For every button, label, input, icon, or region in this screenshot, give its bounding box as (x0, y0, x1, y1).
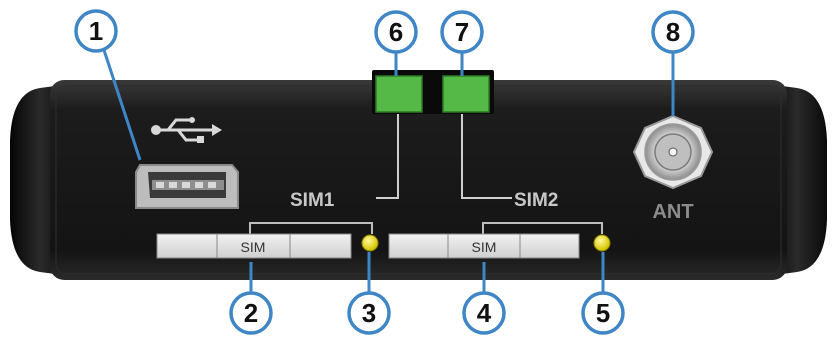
callout-2-number: 2 (244, 298, 258, 328)
callout-3-number: 3 (362, 298, 376, 328)
status-led-1-icon (361, 234, 379, 252)
antenna-label: ANT (652, 201, 693, 223)
sim1-green-led (375, 75, 423, 113)
sim-slot-1[interactable]: SIM (156, 233, 352, 259)
leader-1 (102, 49, 142, 161)
sim2-green-led (442, 75, 490, 113)
callout-4-number: 4 (477, 298, 492, 328)
sim-slot-1-bracket (249, 222, 373, 234)
callout-4: 4 (462, 291, 506, 335)
usb-symbol-icon (151, 117, 222, 143)
sim-slot-2-label: SIM (472, 239, 497, 255)
callout-5: 5 (581, 291, 625, 335)
callout-1: 1 (74, 9, 118, 53)
sim-slot-2-bracket (482, 222, 603, 234)
sim1-label: SIM1 (290, 190, 335, 211)
callout-2: 2 (229, 291, 273, 335)
callout-3: 3 (347, 291, 391, 335)
sim1-leader-line (376, 114, 399, 199)
callout-1-number: 1 (89, 16, 103, 46)
callout-6: 6 (374, 10, 418, 54)
sim-slot-1-label: SIM (241, 239, 266, 255)
callout-5-number: 5 (596, 298, 610, 328)
callout-7: 7 (440, 10, 484, 54)
sim2-leader-line (461, 114, 512, 199)
callout-6-number: 6 (389, 17, 403, 47)
callout-8: 8 (651, 10, 695, 54)
callout-7-number: 7 (455, 17, 469, 47)
callout-leaders (102, 49, 675, 293)
sim-slot-2[interactable]: SIM (388, 233, 580, 259)
callout-8-number: 8 (666, 17, 680, 47)
sim2-label: SIM2 (514, 190, 558, 211)
mini-usb-port-icon (135, 164, 239, 209)
sma-connector-icon[interactable] (632, 114, 714, 190)
status-led-2-icon (593, 234, 611, 252)
